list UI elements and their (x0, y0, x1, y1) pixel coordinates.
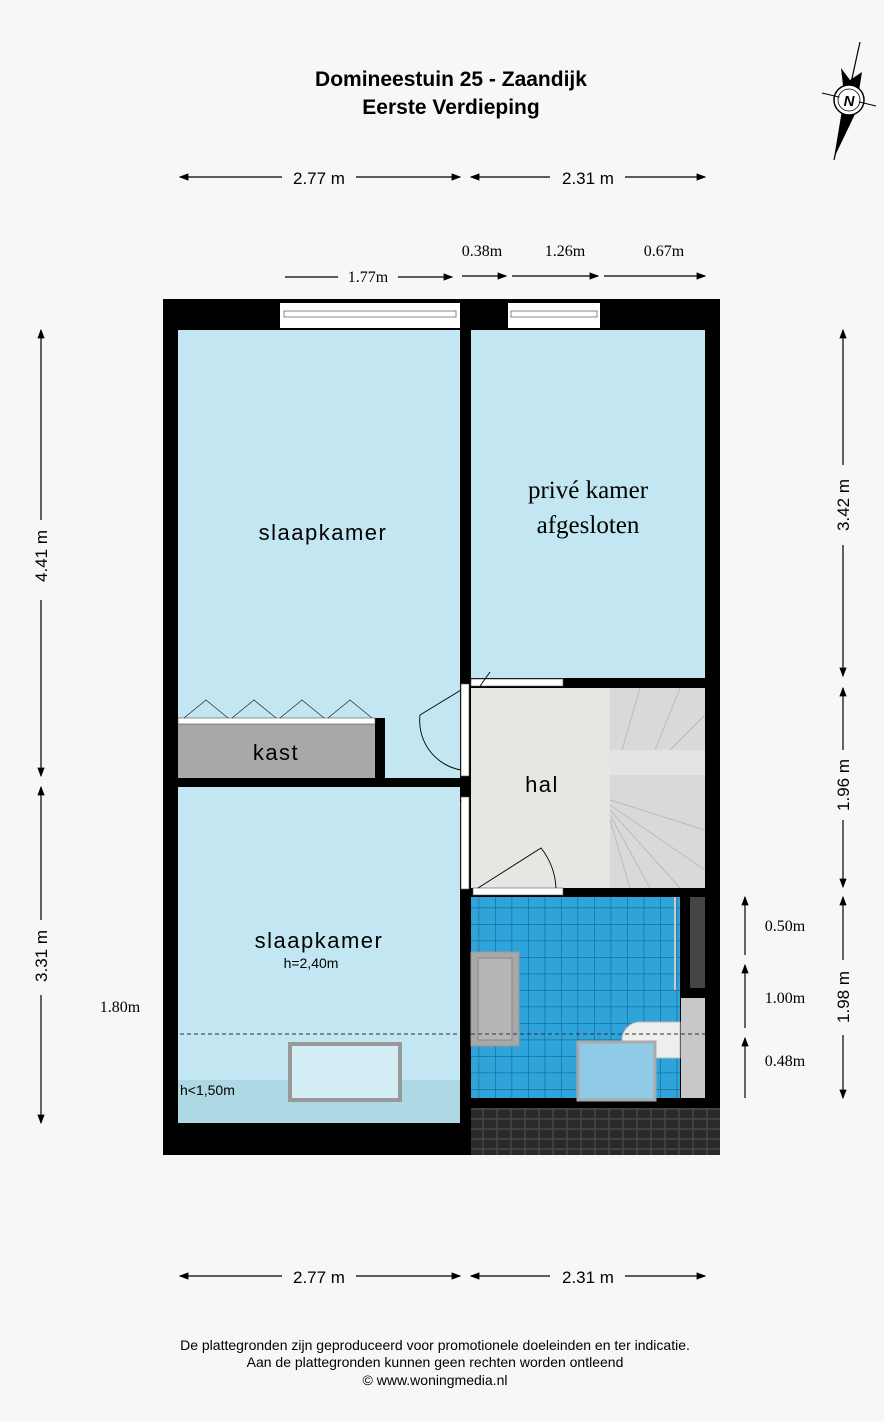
roof-window (288, 1042, 402, 1102)
shower-tray (576, 1040, 657, 1102)
staircase (609, 687, 706, 889)
closet (178, 724, 375, 778)
bedroom-2-label: slaapkamer (255, 928, 384, 953)
footer-copyright: © www.woningmedia.nl (363, 1372, 508, 1388)
compass-icon: N (821, 41, 877, 161)
dim-right-upper: 3.42 m (834, 479, 853, 531)
dim-left-upper: 4.41 m (32, 530, 51, 582)
footer-disclaimer-2: Aan de plattegronden kunnen geen rechten… (247, 1354, 624, 1370)
dim-bottom-right: 2.31 m (562, 1268, 614, 1287)
slope-height-label: h<1,50m (180, 1082, 235, 1098)
private-room-label-2: afgesloten (537, 512, 640, 539)
closet-label: kast (253, 740, 299, 765)
dim-left-lower: 3.31 m (32, 930, 51, 982)
closet-doors (177, 717, 376, 725)
windows (280, 303, 600, 328)
dim-window-left: 1.77m (348, 269, 389, 286)
dim-bath1: 0.50m (765, 918, 806, 935)
dim-right-middle: 1.96 m (834, 759, 853, 811)
floor-subtitle: Eerste Verdieping (362, 96, 539, 119)
bedroom-1-label: slaapkamer (259, 520, 388, 545)
hall (471, 688, 610, 888)
private-room-label-1: privé kamer (528, 477, 649, 504)
dim-seg1: 0.38m (462, 243, 503, 260)
dim-bath3: 0.48m (765, 1053, 806, 1070)
dim-right-lower: 1.98 m (834, 971, 853, 1023)
hall-label: hal (525, 772, 559, 797)
compass-label: N (844, 93, 856, 110)
dim-seg2: 1.26m (545, 243, 586, 260)
dim-top-left: 2.77 m (293, 169, 345, 188)
dim-bath2: 1.00m (765, 990, 806, 1007)
dim-seg3: 0.67m (644, 243, 685, 260)
dim-bottom-left: 2.77 m (293, 1268, 345, 1287)
bedroom-1 (178, 330, 460, 778)
footer-disclaimer-1: De plattegronden zijn geproduceerd voor … (180, 1337, 690, 1353)
dim-top-right: 2.31 m (562, 169, 614, 188)
private-room (471, 330, 705, 678)
plan-title: Domineestuin 25 - Zaandijk (315, 68, 587, 91)
bedroom-2-height: h=2,40m (284, 955, 339, 971)
dim-left-height: 1.80m (100, 999, 141, 1016)
roof-tiles (471, 1108, 720, 1155)
